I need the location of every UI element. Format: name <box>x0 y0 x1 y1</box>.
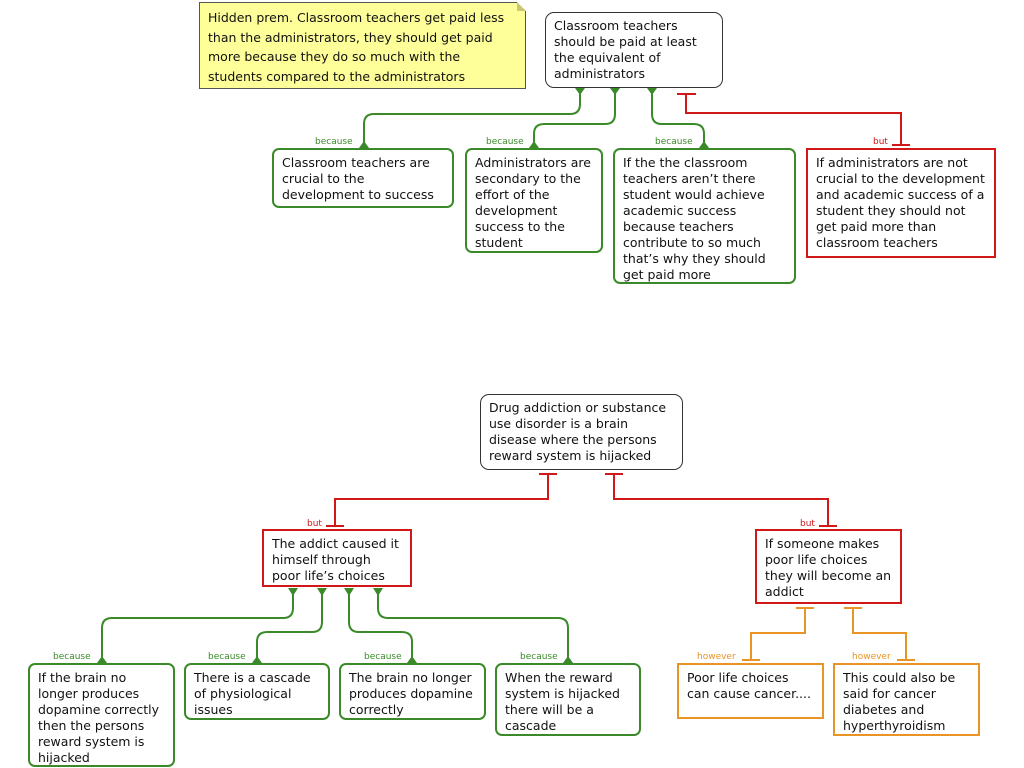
reason-text: Administrators are secondary to the effo… <box>475 155 591 250</box>
support-links-map2 <box>101 590 569 663</box>
reason-teachers-contribute[interactable]: If the the classroom teachers aren’t the… <box>613 148 796 284</box>
support-links-map1 <box>363 89 705 148</box>
claim-text: Drug addiction or substance use disorder… <box>489 400 667 463</box>
rebuttal-links-map2 <box>742 607 915 661</box>
reason-dopamine-incorrect[interactable]: The brain no longer produces dopamine co… <box>339 663 486 720</box>
because-label: because <box>486 137 524 147</box>
note-text: Hidden prem. Classroom teachers get paid… <box>208 10 505 84</box>
but-label: but <box>307 519 322 529</box>
objection-poor-life-choices[interactable]: If someone makes poor life choices they … <box>755 529 902 604</box>
reason-text: There is a cascade of physiological issu… <box>194 670 311 717</box>
objection-text: The addict caused it himself through poo… <box>272 536 399 583</box>
because-label: because <box>53 652 91 662</box>
however-label: however <box>697 652 736 662</box>
because-label: because <box>364 652 402 662</box>
claim-teachers-pay[interactable]: Classroom teachers should be paid at lea… <box>545 12 723 88</box>
reason-text: If the the classroom teachers aren’t the… <box>623 155 766 282</box>
but-label: but <box>800 519 815 529</box>
reason-teachers-crucial[interactable]: Classroom teachers are crucial to the de… <box>272 148 454 208</box>
support-arrowheads-map1 <box>359 88 709 148</box>
claim-text: Classroom teachers should be paid at lea… <box>554 18 697 81</box>
reason-text: Classroom teachers are crucial to the de… <box>282 155 434 202</box>
objection-text: If someone makes poor life choices they … <box>765 536 892 599</box>
because-label: because <box>315 137 353 147</box>
reason-text: When the reward system is hijacked there… <box>505 670 620 733</box>
objection-links-map2 <box>326 473 837 527</box>
claim-addiction-brain-disease[interactable]: Drug addiction or substance use disorder… <box>480 394 683 470</box>
reason-brain-dopamine-hijack[interactable]: If the brain no longer produces dopamine… <box>28 663 175 767</box>
because-label: because <box>208 652 246 662</box>
rebuttal-other-diseases[interactable]: This could also be said for cancer diabe… <box>833 663 980 736</box>
rebuttal-cancer-choices[interactable]: Poor life choices can cause cancer.... <box>677 663 824 719</box>
because-label: because <box>520 652 558 662</box>
reason-physiological-cascade[interactable]: There is a cascade of physiological issu… <box>184 663 330 720</box>
reason-reward-system-cascade[interactable]: When the reward system is hijacked there… <box>495 663 641 736</box>
objection-text: If administrators are not crucial to the… <box>816 155 985 250</box>
reason-text: The brain no longer produces dopamine co… <box>349 670 473 717</box>
note-fold-corner <box>517 2 526 11</box>
support-arrowheads-map2 <box>97 588 573 663</box>
rebuttal-text: Poor life choices can cause cancer.... <box>687 670 811 701</box>
reason-administrators-secondary[interactable]: Administrators are secondary to the effo… <box>465 148 603 253</box>
reason-text: If the brain no longer produces dopamine… <box>38 670 160 765</box>
however-label: however <box>852 652 891 662</box>
hidden-premise-note[interactable]: Hidden prem. Classroom teachers get paid… <box>199 2 526 89</box>
objection-administrators-not-crucial[interactable]: If administrators are not crucial to the… <box>806 148 996 258</box>
because-label: because <box>655 137 693 147</box>
rebuttal-text: This could also be said for cancer diabe… <box>843 670 956 733</box>
objection-link-map1 <box>677 93 910 146</box>
but-label: but <box>873 137 888 147</box>
objection-addict-caused-it[interactable]: The addict caused it himself through poo… <box>262 529 412 587</box>
